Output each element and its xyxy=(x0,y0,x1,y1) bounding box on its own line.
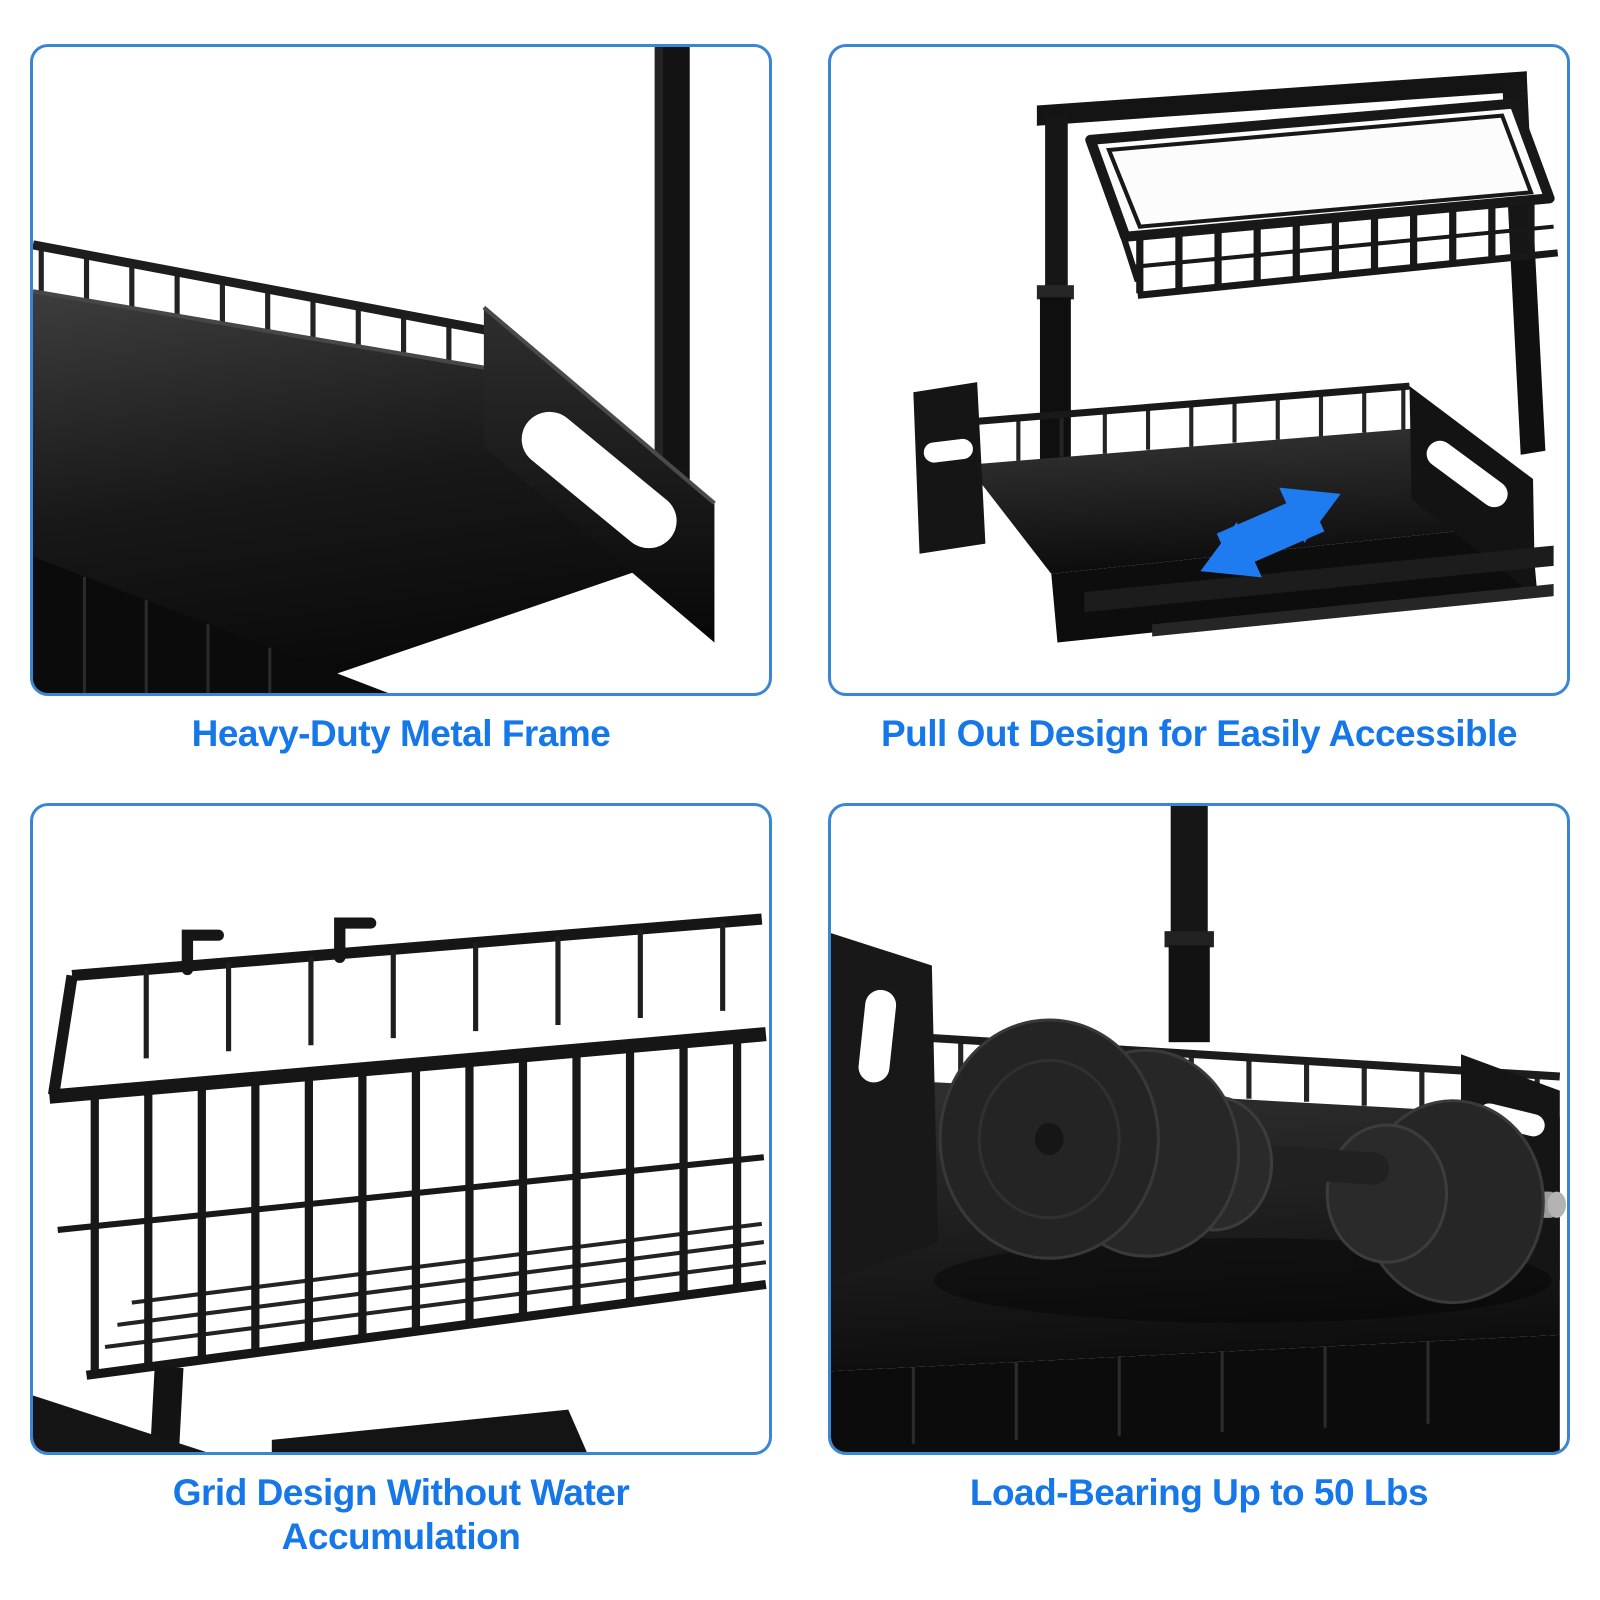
handle-cutout-right xyxy=(1426,440,1508,508)
handle-cutout-left xyxy=(923,438,973,463)
hook-left xyxy=(181,929,224,976)
grid-basket-photo xyxy=(33,913,767,1453)
top-basket xyxy=(1085,98,1559,299)
side-wall xyxy=(482,305,716,643)
handle-cutout-left xyxy=(858,990,897,1083)
feature-cell-grid: Grid Design Without Water Accumulation xyxy=(30,803,772,1600)
wire-basket xyxy=(47,913,767,1380)
load-bearing-photo xyxy=(831,806,1566,1453)
front-face xyxy=(831,1335,1560,1453)
hook-right xyxy=(334,917,377,964)
pull-out-arrows-icon xyxy=(1200,487,1341,578)
panel-metal-frame xyxy=(30,44,772,696)
vertical-post xyxy=(1164,806,1214,1043)
caption-load: Load-Bearing Up to 50 Lbs xyxy=(969,1472,1429,1514)
pull-out-photo xyxy=(913,71,1559,643)
feature-cell-load: Load-Bearing Up to 50 Lbs xyxy=(828,803,1570,1600)
feature-cell-pull-out: Pull Out Design for Easily Accessible xyxy=(828,44,1570,797)
feature-cell-metal-frame: Heavy-Duty Metal Frame xyxy=(30,44,772,797)
lower-frame-parts xyxy=(33,1366,587,1453)
metal-frame-photo xyxy=(33,47,716,693)
caption-pull-out: Pull Out Design for Easily Accessible xyxy=(880,713,1518,754)
bottom-drawer xyxy=(913,382,1554,643)
wire-rail xyxy=(38,246,493,369)
panel-grid xyxy=(30,803,772,1456)
caption-grid: Grid Design Without Water Accumulation xyxy=(172,1472,630,1557)
caption-metal-frame: Heavy-Duty Metal Frame xyxy=(191,713,611,754)
handle-cutout xyxy=(521,411,677,549)
panel-load xyxy=(828,803,1570,1456)
panel-pull-out xyxy=(828,44,1570,696)
left-wall xyxy=(831,933,939,1283)
dumbbell xyxy=(938,1018,1566,1305)
